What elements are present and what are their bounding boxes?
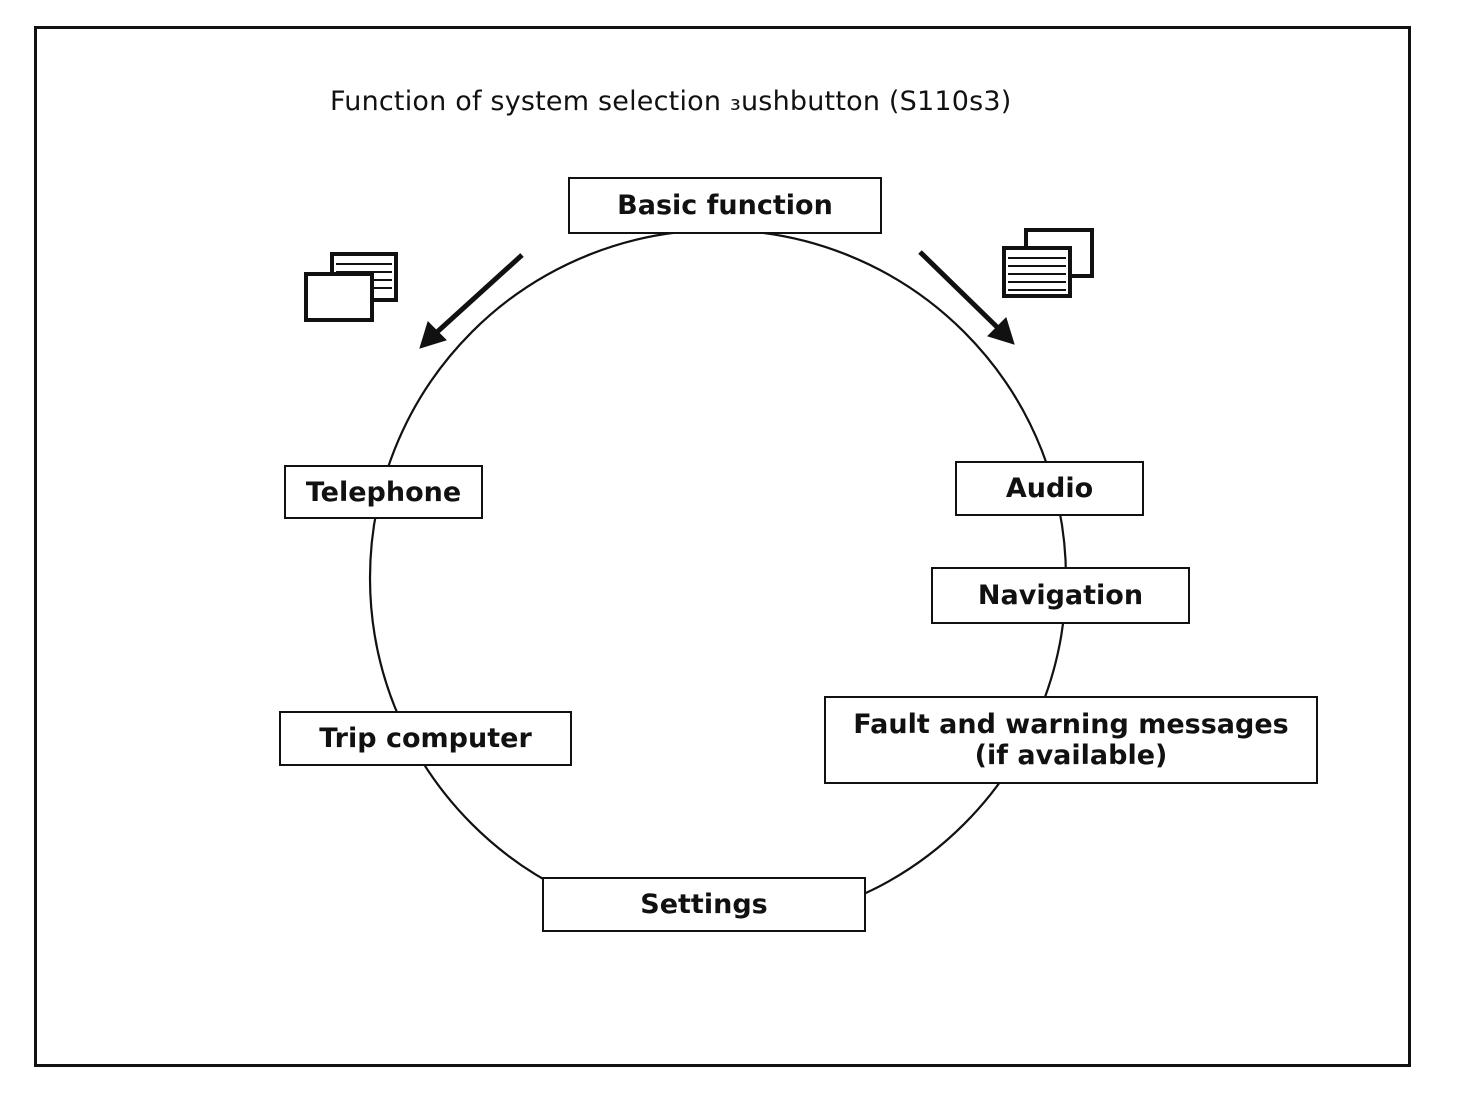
arrow-right [918,250,1015,345]
node-navigation: Navigation [931,567,1190,624]
node-trip-computer-label: Trip computer [319,723,532,754]
windows-stack-icon-left [304,252,398,322]
diagram-frame [34,26,1411,1067]
node-settings-label: Settings [640,889,768,920]
node-settings: Settings [542,877,866,932]
windows-stack-icon-right [1002,228,1094,298]
node-navigation-label: Navigation [977,580,1144,611]
node-basic-function-label: Basic function [617,190,833,221]
node-audio-label: Audio [1005,473,1094,504]
node-fault-warning-label: Fault and warning messages [853,709,1289,740]
node-trip-computer: Trip computer [279,711,572,766]
node-telephone: Telephone [284,465,483,519]
diagram-title: Function of system selection ₃ushbutton … [330,86,1012,117]
node-fault-warning: Fault and warning messages (if available… [824,696,1318,784]
node-audio: Audio [955,461,1144,516]
node-telephone-label: Telephone [305,476,462,508]
node-fault-warning-sublabel: (if available) [974,740,1168,771]
arrow-left [419,253,524,349]
node-basic-function: Basic function [568,177,882,234]
